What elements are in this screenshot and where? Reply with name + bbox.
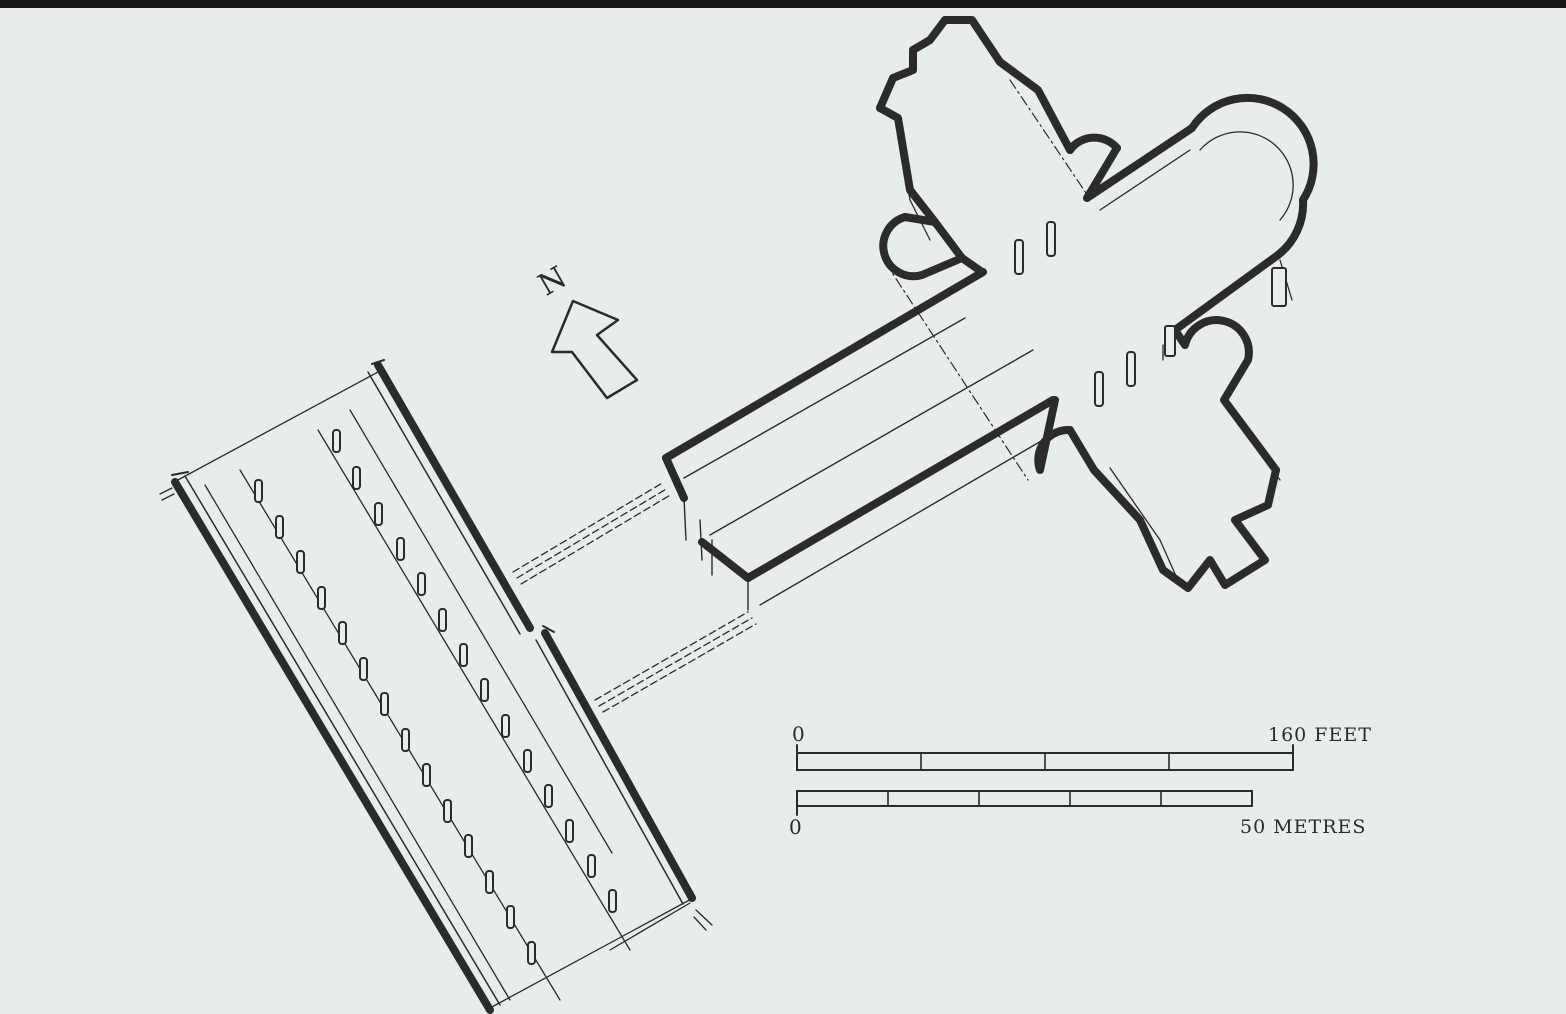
nave <box>662 268 1061 611</box>
north-arrow: N <box>533 260 639 400</box>
scale-metres-start: 0 <box>789 815 802 839</box>
connecting-dashed-paths <box>512 481 757 713</box>
scale-feet-start: 0 <box>792 722 805 746</box>
scale-bar-metres: 0 50 METRES <box>789 790 1366 839</box>
atrium-colonnade-left <box>254 479 536 965</box>
atrium-colonnade-right <box>332 429 617 913</box>
north-label: N <box>533 260 573 303</box>
atrium-forecourt <box>159 359 713 1014</box>
scale-feet-end: 160 FEET <box>1268 724 1372 746</box>
top-dark-band <box>0 0 1566 8</box>
transept-and-choir <box>876 16 1318 592</box>
scale-metres-end: 50 METRES <box>1240 816 1366 838</box>
scale-bar-feet: 0 160 FEET <box>792 722 1372 771</box>
transept-piers <box>1014 221 1287 407</box>
